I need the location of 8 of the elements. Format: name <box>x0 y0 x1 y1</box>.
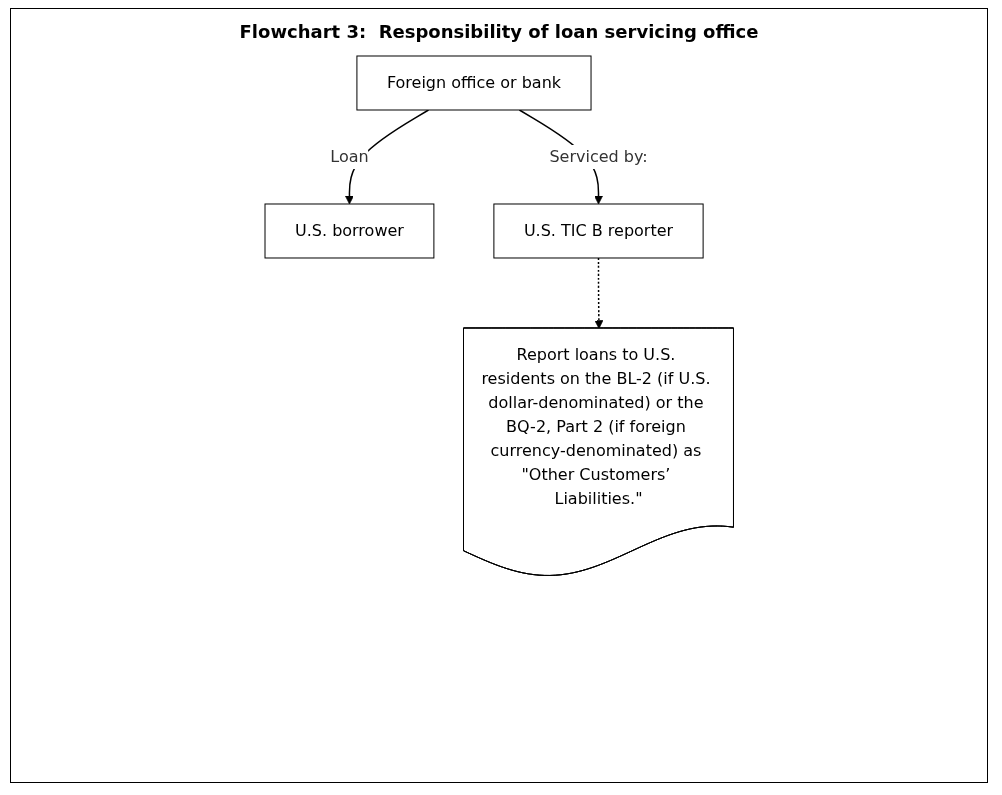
arrow <box>594 257 604 329</box>
node-box <box>493 203 704 259</box>
diagram-frame: Flowchart 3: Responsibility of loan servicing office Foreign office or bank Loan Serviced by: U.S. borrower U.S. TIC B reporter Report loans to U.S. residents on the BL-2 (if U.S. dollar-denominated) or the BQ-2, Part 2 (if foreign currency-denominated) as "Other Customers’ Liabilities." <box>10 8 988 783</box>
node-box <box>356 55 592 111</box>
edge-label: Serviced by: <box>549 147 648 166</box>
node-box <box>264 203 435 259</box>
diagram-title: Flowchart 3: Responsibility of loan servicing office <box>239 21 759 42</box>
edge-label: Loan <box>330 147 369 166</box>
